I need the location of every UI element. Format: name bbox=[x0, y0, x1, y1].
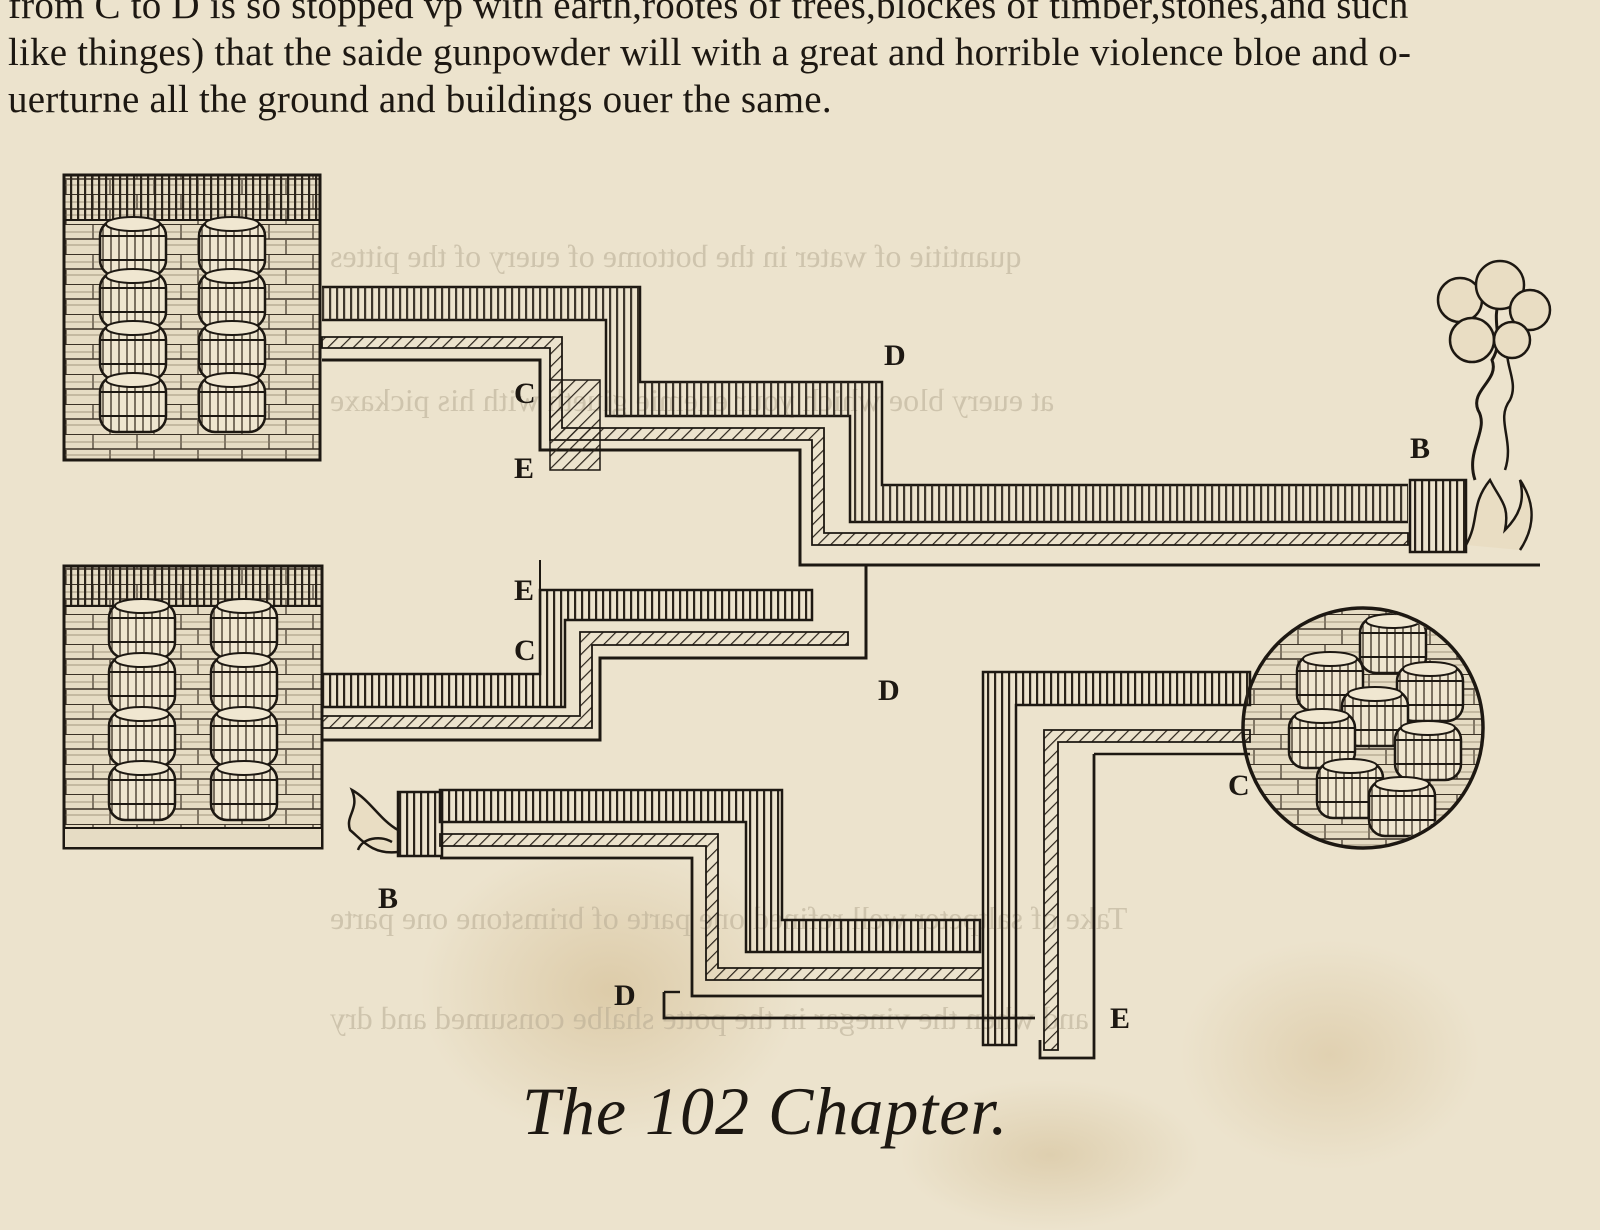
label-c-right: C bbox=[1228, 769, 1250, 802]
page: { "intro_lines": [ "from C to D is so st… bbox=[8, 0, 1593, 1230]
label-b-top: B bbox=[1410, 432, 1430, 465]
tunnel-middle bbox=[320, 560, 868, 742]
label-e-mid: E bbox=[514, 574, 534, 607]
label-e-bottom: E bbox=[1110, 1002, 1130, 1035]
label-d-top: D bbox=[884, 339, 906, 372]
label-c-mid: C bbox=[514, 634, 536, 667]
text-line: uerturne all the ground and buildings ou… bbox=[8, 78, 832, 121]
magazine-round bbox=[1241, 606, 1485, 850]
magazine-top bbox=[62, 173, 322, 462]
fire-right bbox=[1408, 259, 1552, 554]
mine-tunnel-woodcut: D C E B E C D C B D E bbox=[62, 173, 1552, 1060]
label-b-bottom: B bbox=[378, 882, 398, 915]
intro-text: from C to D is so stopped vp with earth,… bbox=[8, 0, 1593, 123]
tunnel-top bbox=[321, 285, 1540, 567]
tunnel-bottom bbox=[438, 670, 1252, 1060]
chapter-title: The 102 Chapter. bbox=[522, 1073, 1009, 1149]
text-line: from C to D is so stopped vp with earth,… bbox=[8, 0, 1409, 27]
fire-left bbox=[347, 787, 444, 858]
label-c-top: C bbox=[514, 377, 536, 410]
label-e-top: E bbox=[514, 452, 534, 485]
label-d-mid: D bbox=[878, 674, 900, 707]
label-d-bottom: D bbox=[614, 979, 636, 1012]
magazine-middle bbox=[62, 564, 324, 850]
text-line: like thinges) that the saide gunpowder w… bbox=[8, 31, 1412, 74]
